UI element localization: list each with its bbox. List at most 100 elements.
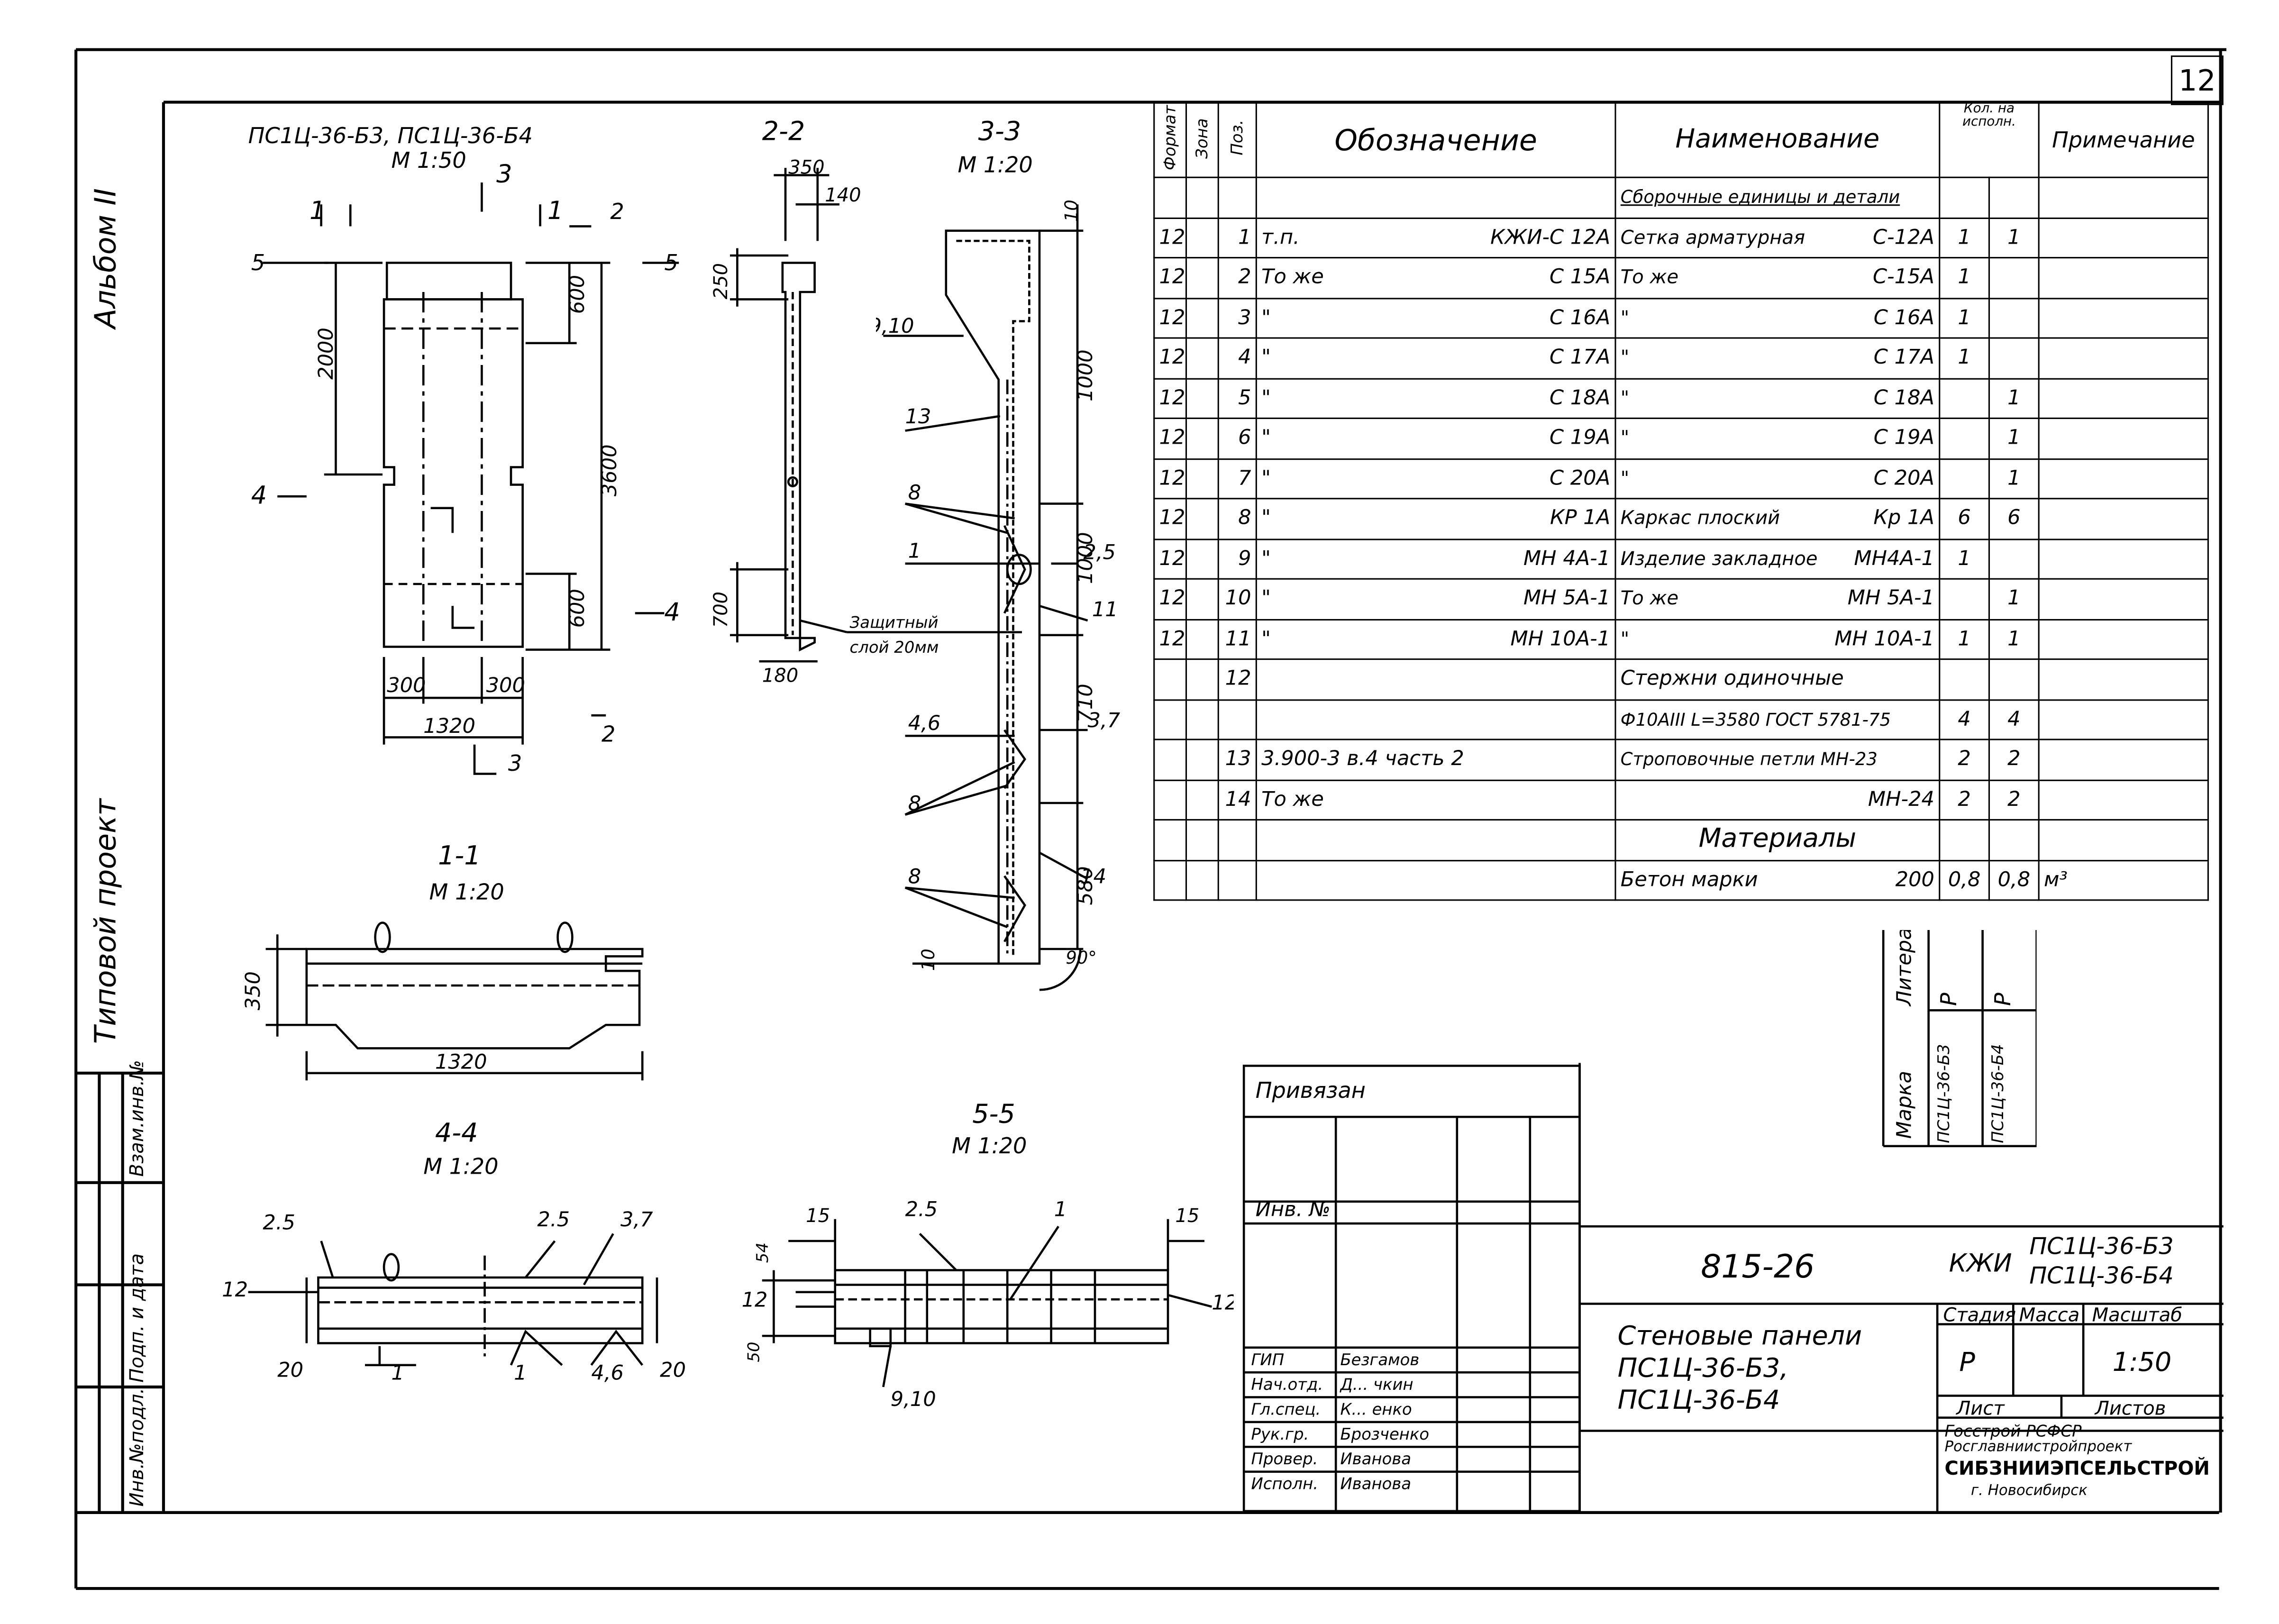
row13-designation: 3.900-3 в.4 часть 2 bbox=[1255, 739, 1616, 781]
label-15-right: 15 bbox=[1175, 1205, 1199, 1227]
label-15-left: 15 bbox=[806, 1205, 830, 1227]
cell-fmt: 12 bbox=[1153, 297, 1187, 339]
cell-q2: 1 bbox=[1988, 377, 2040, 419]
note-protective-layer-2: слой 20мм bbox=[850, 638, 939, 657]
litera-marka-block: Литера Марка Р Р ПС1Ц-36-Б3 ПС1Ц-36-Б4 bbox=[1882, 930, 2037, 1148]
cell-fmt: 12 bbox=[1153, 377, 1187, 419]
label-3-7: 3,7 bbox=[1088, 709, 1121, 732]
mark-3-top: 3 bbox=[496, 161, 512, 189]
col-designation: Обозначение bbox=[1255, 102, 1616, 178]
org-line-2: Росглавниистройпроект bbox=[1944, 1439, 2132, 1456]
name-b: С 20А bbox=[1873, 466, 1934, 491]
cell-pos: 1 bbox=[1217, 217, 1257, 259]
mark-b3: ПС1Ц-36-Б3 bbox=[1934, 1044, 1953, 1143]
col-note: Примечание bbox=[2038, 102, 2209, 178]
mark-b4: ПС1Ц-36-Б4 bbox=[1988, 1044, 2007, 1143]
des-a: " bbox=[1261, 346, 1271, 370]
cell-pos: 10 bbox=[1217, 578, 1257, 620]
des-b: КР 1А bbox=[1550, 507, 1611, 530]
name-b: Кр 1А bbox=[1873, 507, 1934, 530]
cell-pos: 3 bbox=[1217, 297, 1257, 339]
sheet-number: 12 bbox=[2170, 55, 2224, 105]
dim-710: 710 bbox=[1074, 684, 1097, 722]
cell-pos: 6 bbox=[1217, 417, 1257, 459]
signature-role: ГИП bbox=[1251, 1350, 1285, 1370]
name-a: " bbox=[1620, 629, 1630, 651]
des-b: С 17А bbox=[1550, 346, 1611, 370]
cell-q1: 1 bbox=[1939, 618, 1990, 660]
section-5-5-title: 5-5 bbox=[972, 1099, 1015, 1130]
name-a: " bbox=[1620, 468, 1630, 491]
scale-value: 1:50 bbox=[2112, 1347, 2172, 1378]
scale-label: Масштаб bbox=[2092, 1305, 2182, 1327]
product-prefix: КЖИ bbox=[1949, 1250, 2012, 1279]
cell-pos: 7 bbox=[1217, 457, 1257, 500]
cell-q1 bbox=[1939, 457, 1990, 500]
main-view-scale: М 1:50 bbox=[391, 147, 466, 174]
cell-q1: 1 bbox=[1939, 257, 1990, 299]
group-assembly-label: Сборочные единицы и детали bbox=[1614, 176, 1941, 219]
name-a: " bbox=[1620, 308, 1630, 330]
cell-fmt: 12 bbox=[1153, 457, 1187, 500]
name-a: То же bbox=[1620, 267, 1679, 290]
section-4-4-scale: М 1:20 bbox=[423, 1153, 499, 1180]
label-1-b: 1 bbox=[514, 1361, 527, 1385]
name-a: Каркас плоский bbox=[1620, 508, 1780, 530]
cell-pos: 9 bbox=[1217, 538, 1257, 580]
des-b: С 20А bbox=[1550, 466, 1611, 491]
list-label: Лист bbox=[1956, 1398, 2005, 1421]
litera-2: Р bbox=[1990, 993, 2015, 1006]
dim-1000-a: 1000 bbox=[1074, 349, 1097, 401]
label-2-5: 2,5 bbox=[1083, 541, 1116, 565]
cell-q1: 1 bbox=[1939, 538, 1990, 580]
label-3-7: 3,7 bbox=[620, 1208, 653, 1232]
des-a: т.п. bbox=[1261, 226, 1300, 249]
org-line-1: Госстрой РСФСР bbox=[1944, 1422, 2082, 1441]
cell-q2: 1 bbox=[1988, 417, 2040, 459]
specification-table: Формат Зона Поз. Обозначение Наименовани… bbox=[1153, 102, 2209, 901]
cell-fmt: 12 bbox=[1153, 538, 1187, 580]
litera-1: Р bbox=[1936, 993, 1961, 1006]
panel-name-2: ПС1Ц-36-Б3, bbox=[1617, 1353, 1788, 1384]
label-4-6: 4,6 bbox=[908, 712, 941, 735]
col-pos: Поз. bbox=[1228, 120, 1247, 156]
name-a: Сетка арматурная bbox=[1620, 227, 1805, 249]
name-a: То же bbox=[1620, 589, 1679, 611]
cell-pos: 2 bbox=[1217, 257, 1257, 299]
section-3-3-title: 3-3 bbox=[978, 117, 1021, 148]
spec-row-12: 12 Стержни одиночные bbox=[1153, 658, 2209, 700]
stamp-vzam-inv: Взам.инв.№ bbox=[127, 1060, 149, 1177]
label-12-left: 12 bbox=[742, 1288, 768, 1312]
des-b: МН 5А-1 bbox=[1523, 587, 1611, 611]
cell-q1: 6 bbox=[1939, 498, 1990, 540]
label-13: 13 bbox=[905, 405, 931, 429]
dim-600-bottom: 600 bbox=[565, 589, 589, 628]
label-1-a: 1 bbox=[391, 1361, 404, 1385]
label-8-c: 8 bbox=[908, 865, 921, 888]
des-b: МН 10А-1 bbox=[1510, 627, 1611, 651]
dim-350: 350 bbox=[241, 971, 265, 1010]
des-b: С 15А bbox=[1550, 266, 1611, 290]
row14-name: МН-24 bbox=[1614, 779, 1941, 821]
cell-pos: 4 bbox=[1217, 337, 1257, 379]
dim-140: 140 bbox=[825, 184, 861, 206]
stamp-podp-data: Подп. и дата bbox=[127, 1253, 149, 1383]
signature-name: Брозченко bbox=[1340, 1425, 1430, 1444]
mark-5-left: 5 bbox=[251, 250, 265, 275]
drawing-code: 815-26 bbox=[1701, 1250, 1815, 1286]
mark-4-left: 4 bbox=[251, 481, 267, 510]
dim-300-left: 300 bbox=[387, 674, 426, 697]
note-protective-layer-1: Защитный bbox=[850, 613, 939, 631]
product-line-1: ПС1Ц-36-Б3 bbox=[2029, 1232, 2174, 1260]
